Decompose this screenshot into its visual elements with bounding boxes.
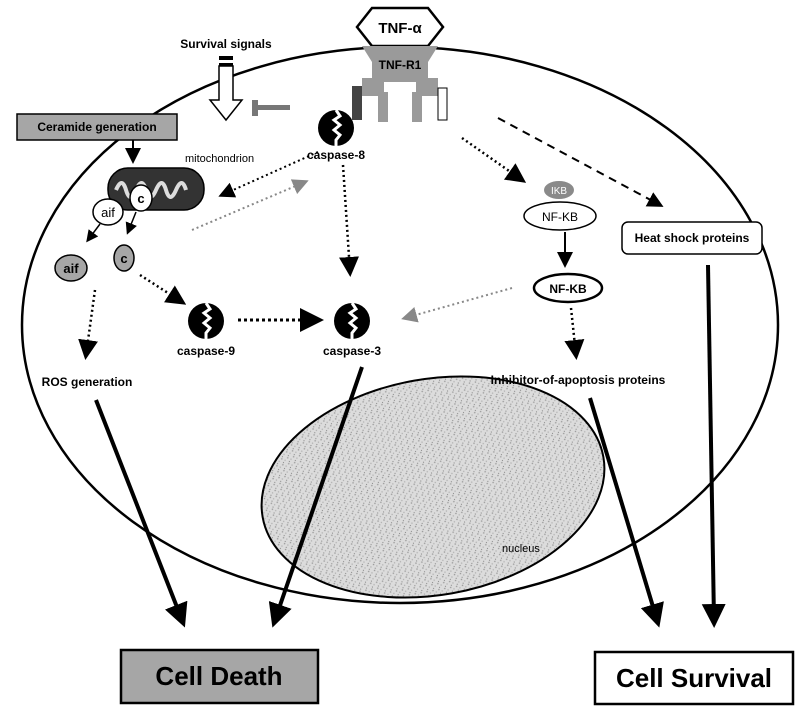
mitochondrion	[107, 167, 205, 211]
nfkb-active-label: NF-KB	[549, 282, 587, 296]
arrow-hsp-survival	[701, 264, 726, 628]
ceramide-label: Ceramide generation	[37, 120, 156, 134]
nfkb-complex	[523, 201, 597, 231]
nucleus-label: nucleus	[502, 543, 540, 555]
arrow-iap-survival	[588, 397, 664, 628]
survival-signals-arrow	[208, 56, 244, 122]
heat-shock-label: Heat shock proteins	[635, 231, 750, 245]
cell-survival-box	[593, 650, 795, 706]
caspase-9-label: caspase-9	[177, 344, 235, 358]
arrow-nfkb-c3	[401, 287, 513, 323]
aif-released-label: aif	[63, 261, 79, 276]
inhibition-bar	[252, 100, 290, 116]
caspase-8-icon	[318, 109, 354, 146]
tnf-r1-receptor	[352, 46, 448, 122]
arrow-mito-c8	[191, 179, 309, 231]
c-inner	[129, 184, 153, 212]
aif-inner	[92, 198, 124, 226]
tnf-alpha-label: TNF-α	[378, 20, 422, 37]
arrow-receptor-hsp	[497, 117, 664, 207]
ros-label: ROS generation	[42, 375, 133, 389]
cell-death-label: Cell Death	[155, 661, 282, 691]
ceramide-box	[16, 113, 178, 141]
mitochondrion-label: mitochondrion	[185, 153, 254, 165]
arrow-c3-death	[268, 366, 364, 628]
aif-released	[54, 254, 88, 282]
caspase-8-label: caspase-8	[307, 148, 365, 162]
nucleus	[260, 375, 606, 599]
ikb-badge	[544, 181, 574, 199]
survival-signals-label: Survival signals	[180, 37, 272, 51]
aif-inner-label: aif	[101, 205, 115, 220]
c-inner-label: c	[137, 191, 144, 206]
arrow-aif-ros	[78, 289, 98, 360]
c-released	[113, 244, 135, 272]
nfkb-active	[532, 272, 604, 304]
cell-survival-label: Cell Survival	[616, 663, 772, 693]
ikb-label: IKB	[551, 186, 567, 197]
caspase-3-icon	[334, 302, 370, 339]
nfkb-complex-label: NF-KB	[542, 210, 578, 224]
caspase-3-label: caspase-3	[323, 344, 381, 358]
caspase-9-icon	[188, 302, 224, 339]
arrow-ros-death	[94, 399, 188, 628]
tnf-r1-label: TNF-R1	[379, 58, 422, 72]
iap-label: Inhibitor-of-apoptosis proteins	[491, 373, 666, 387]
c-released-label: c	[120, 251, 127, 266]
arrow-receptor-nfkb	[461, 136, 527, 183]
heat-shock-box	[621, 221, 763, 255]
cell-death-box	[119, 648, 320, 705]
arrow-c-c9	[139, 273, 187, 305]
